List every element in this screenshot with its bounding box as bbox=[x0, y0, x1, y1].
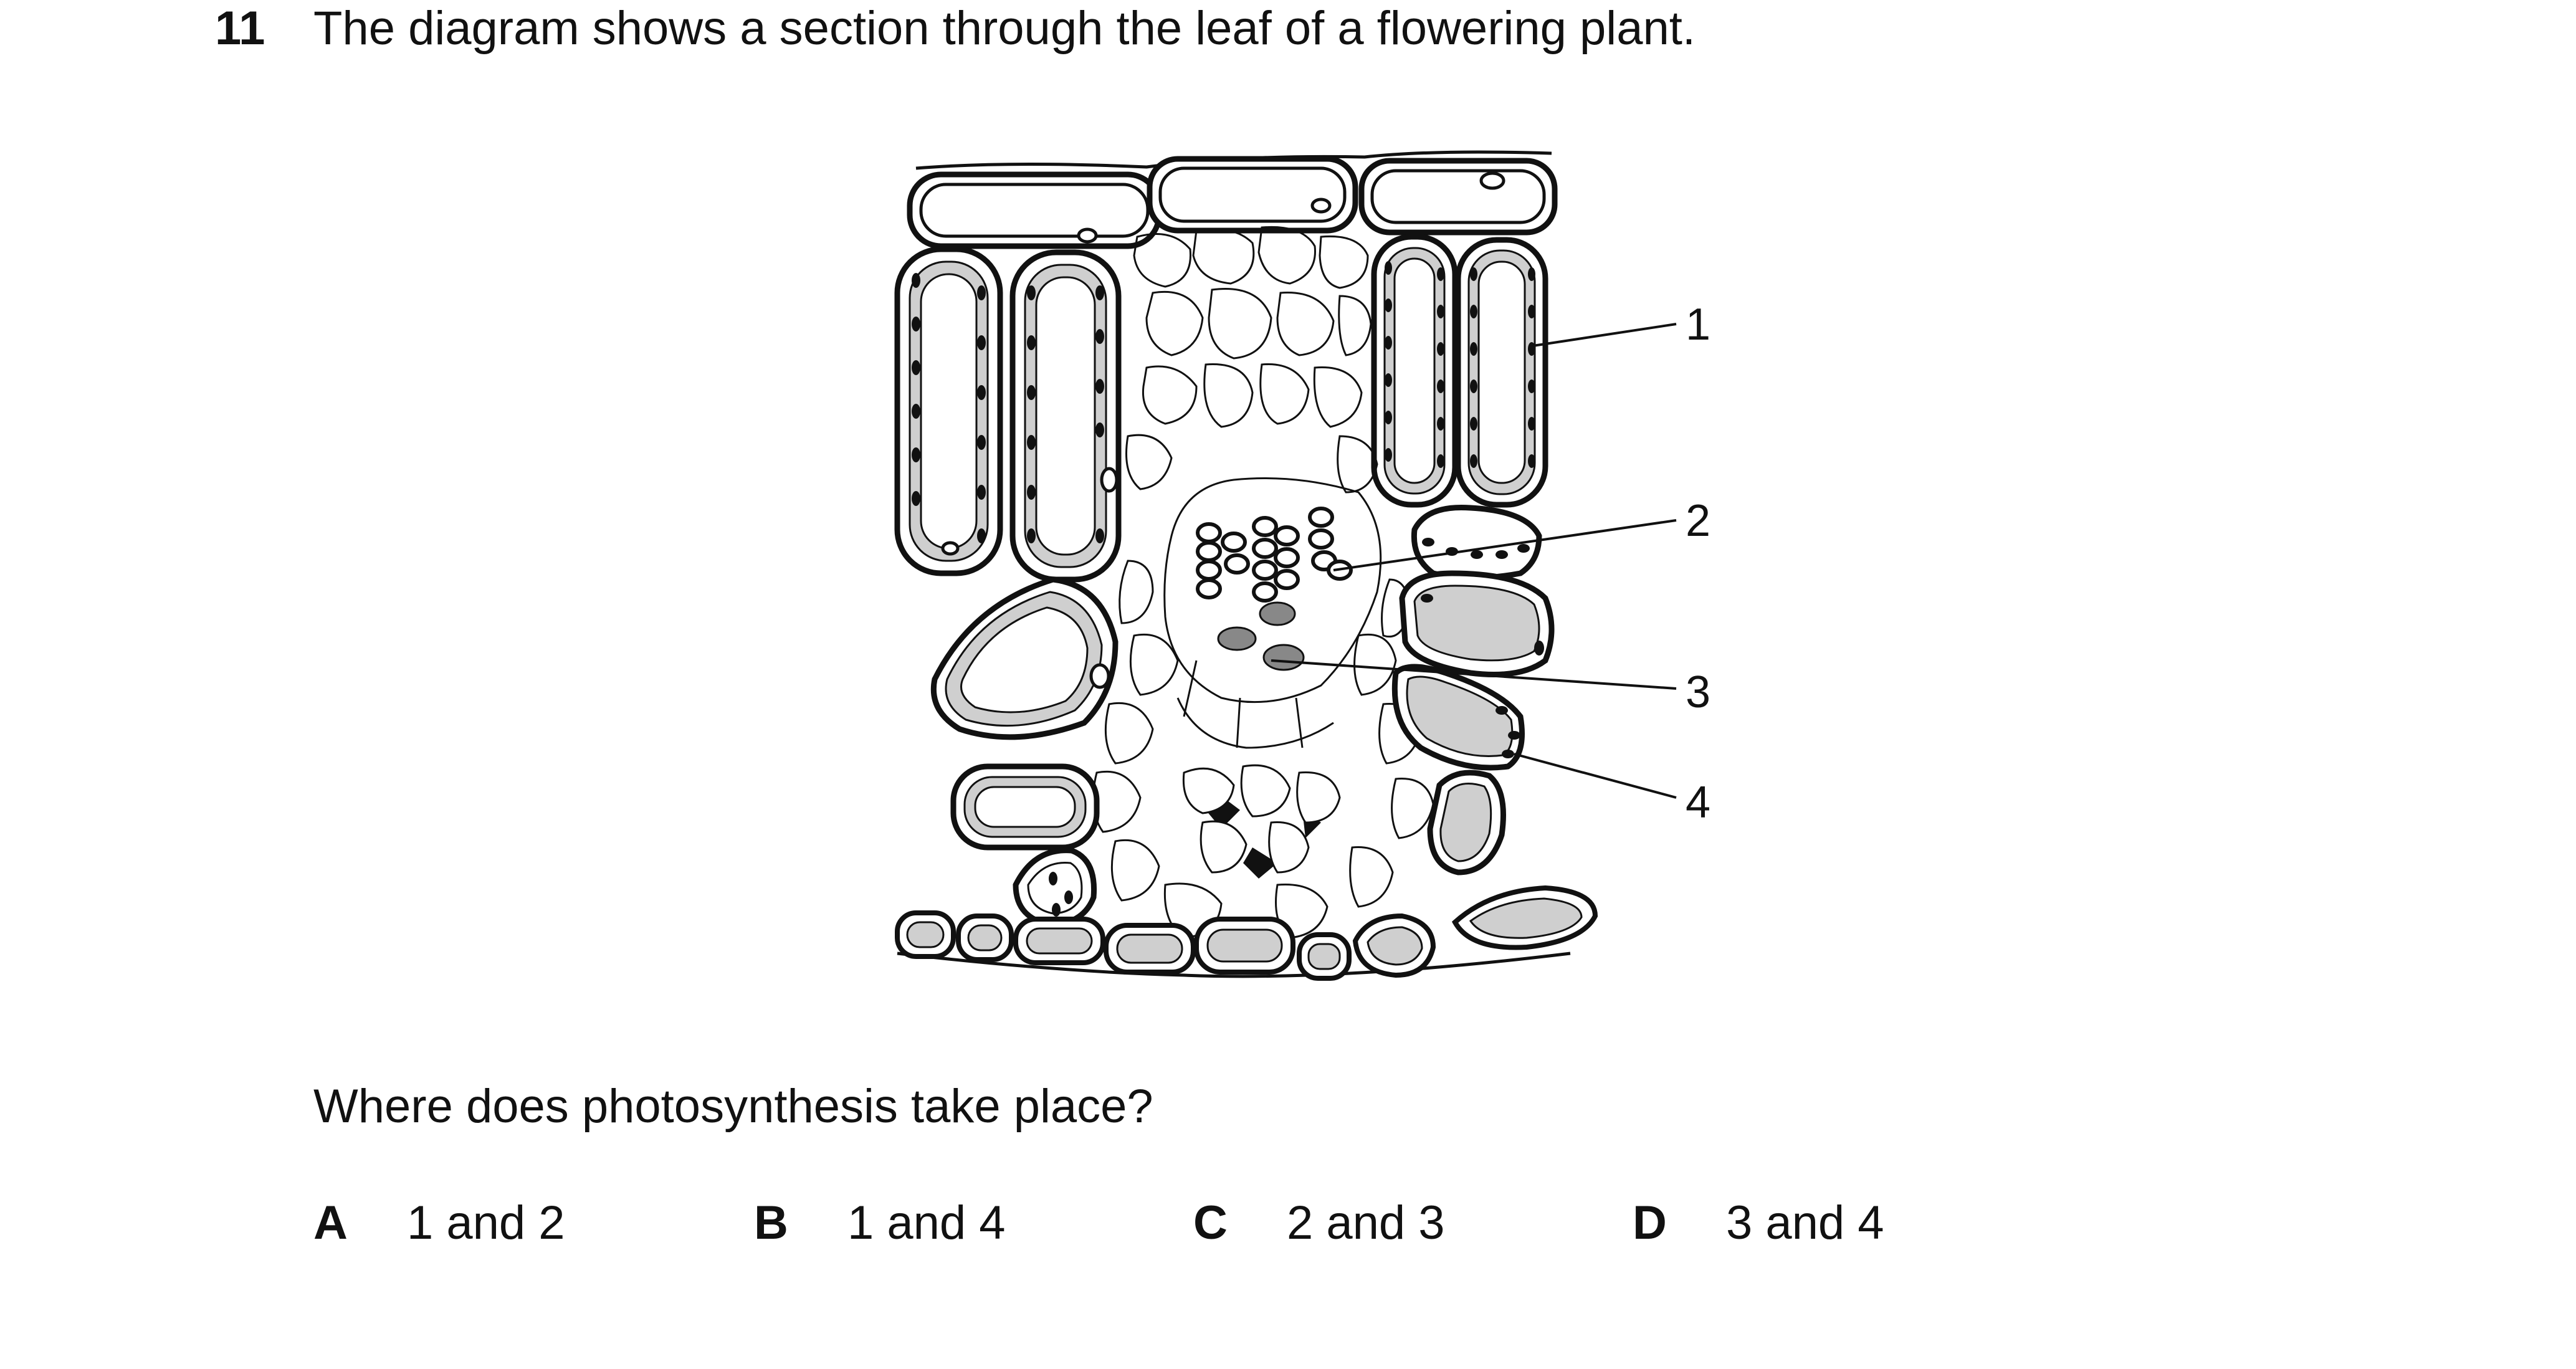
palisade-cells-right bbox=[1371, 234, 1548, 508]
option-letter: A bbox=[313, 1196, 348, 1249]
lower-epidermis bbox=[895, 885, 1598, 981]
option-text: 2 and 3 bbox=[1287, 1196, 1445, 1249]
label-2: 2 bbox=[1686, 496, 1710, 546]
option-text: 1 and 2 bbox=[407, 1196, 565, 1249]
question-stem: The diagram shows a section through the … bbox=[313, 2, 1696, 55]
label-lines bbox=[1271, 323, 1677, 799]
label-4: 4 bbox=[1686, 778, 1710, 828]
leaf-section-diagram: 1 2 3 4 bbox=[872, 125, 1745, 1009]
option-letter: B bbox=[754, 1196, 788, 1249]
phloem bbox=[1217, 601, 1305, 671]
spongy-cells-right bbox=[1391, 504, 1555, 875]
question-prompt: Where does photosynthesis take place? bbox=[313, 1080, 1153, 1133]
label-1: 1 bbox=[1686, 300, 1710, 350]
xylem bbox=[1196, 507, 1353, 603]
palisade-cells-left bbox=[894, 246, 1122, 583]
label-3: 3 bbox=[1686, 667, 1710, 717]
upper-epidermis bbox=[907, 156, 1558, 249]
spongy-cells-left bbox=[930, 576, 1119, 928]
option-letter: D bbox=[1633, 1196, 1667, 1249]
option-text: 3 and 4 bbox=[1726, 1196, 1884, 1249]
option-text: 1 and 4 bbox=[847, 1196, 1006, 1249]
option-letter: C bbox=[1193, 1196, 1228, 1249]
question-number: 11 bbox=[215, 2, 265, 55]
